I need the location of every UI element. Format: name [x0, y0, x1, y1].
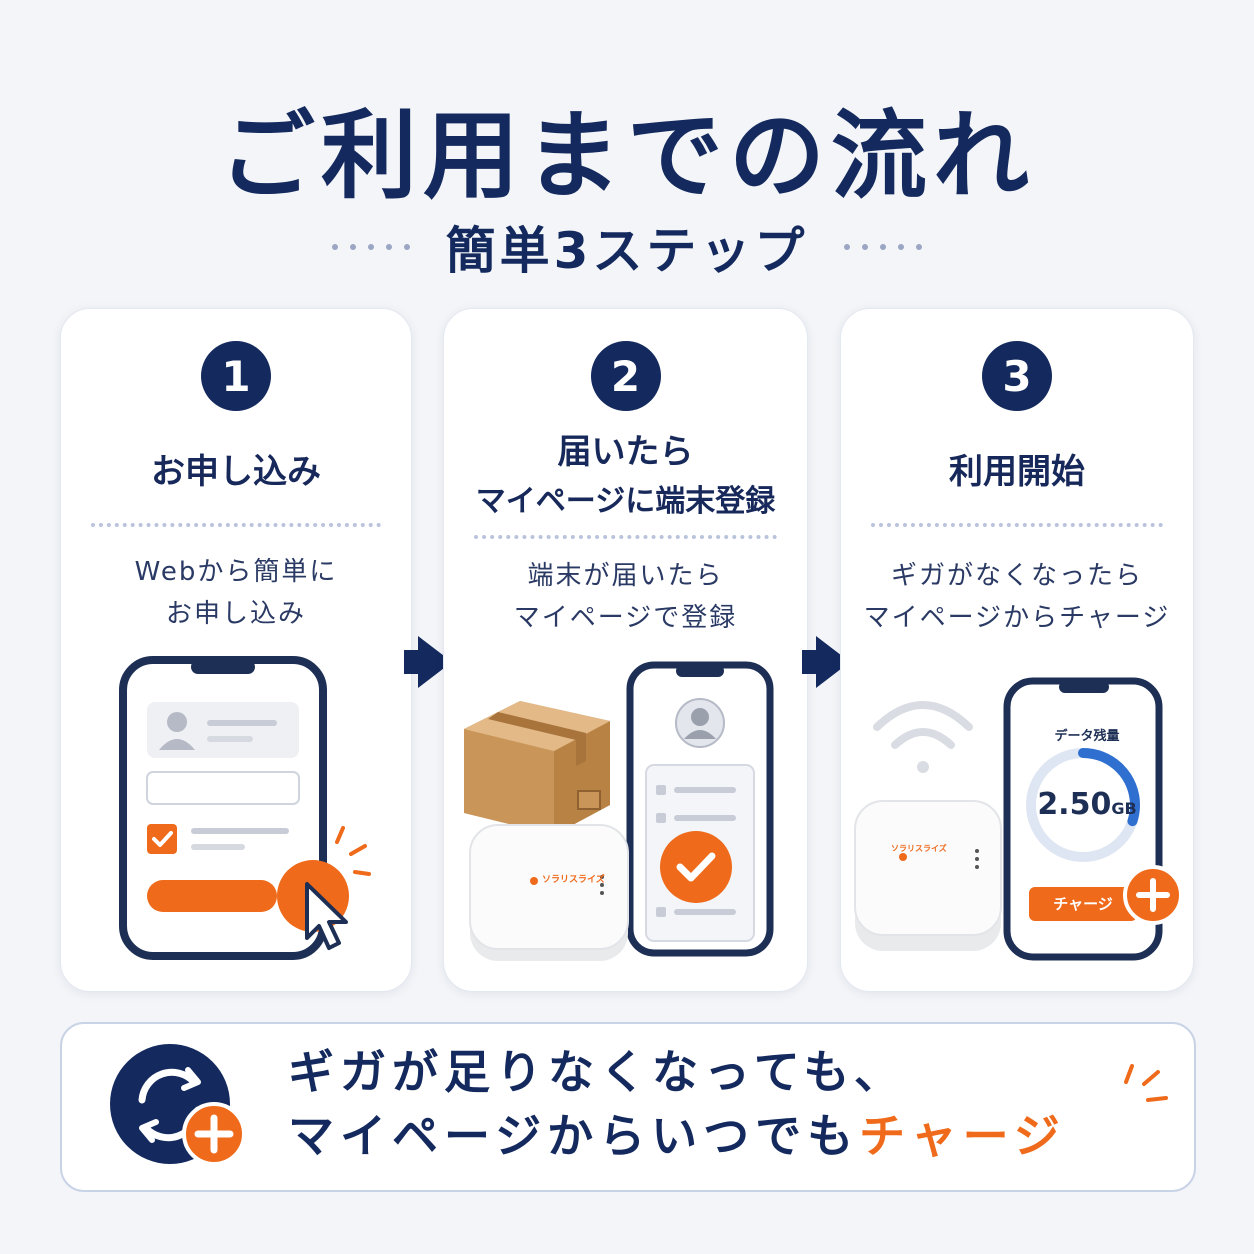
router-device-icon: [469, 824, 629, 961]
step-heading-line: 利用開始: [949, 452, 1085, 492]
step-description-line: お申し込み: [165, 599, 306, 629]
package-box-icon: [464, 701, 610, 835]
data-remaining-gauge: [1026, 748, 1140, 862]
router-phone-charge-illustration: [854, 677, 1183, 961]
refresh-charge-icon: [110, 1044, 246, 1166]
step-card-3: 3 利用開始 ギガがなくなったら マイページからチャージ データ: [840, 308, 1194, 992]
dotted-separator: [871, 523, 1163, 527]
submit-button-illustration: [147, 880, 277, 912]
step-heading-line: マイページに端末登録: [475, 484, 776, 519]
page-title: ご利用までの流れ: [219, 100, 1035, 212]
decorative-dots-left: [331, 244, 410, 250]
bottom-message: ギガが足りなくなっても、 マイページからいつでもチャージ: [288, 1040, 1168, 1168]
subtitle-row: 簡単3ステップ: [0, 212, 1254, 282]
step-description-line: マイページからチャージ: [863, 603, 1171, 633]
dotted-separator: [91, 523, 381, 527]
box-device-phone-illustration: [464, 661, 774, 961]
dotted-separator: [474, 535, 777, 539]
bottom-message-prefix: マイページからいつでも: [288, 1109, 860, 1163]
step-card-1: 1 お申し込み Webから簡単に お申し込み: [60, 308, 412, 992]
charge-button[interactable]: [1029, 887, 1137, 921]
step-description: ギガがなくなったら マイページからチャージ: [841, 555, 1193, 639]
router-device-icon: [854, 800, 1002, 951]
phone-application-form-illustration: [119, 656, 371, 960]
bottom-message-line1: ギガが足りなくなっても、: [288, 1045, 907, 1099]
step-heading: 届いたら マイページに端末登録: [444, 427, 807, 527]
step-number-badge: 2: [590, 341, 661, 411]
step-description-line: マイページで登録: [513, 603, 738, 633]
step-description-line: 端末が届いたら: [527, 561, 724, 591]
accent-lines-icon: [1124, 1064, 1168, 1102]
bottom-message-line2: マイページからいつでもチャージ: [288, 1104, 1168, 1168]
device-brand-label: ソラリスライズ: [891, 844, 947, 853]
check-circle-icon: [660, 831, 732, 903]
step-heading-line: お申し込み: [151, 452, 321, 492]
step-card-2: 2 届いたら マイページに端末登録 端末が届いたら マイページで登録: [443, 308, 808, 992]
decorative-dots-right: [844, 244, 923, 250]
step-description-line: Webから簡単に: [134, 557, 338, 587]
wifi-icon: [873, 701, 973, 773]
data-remaining-value: 2.50GB: [1037, 787, 1137, 822]
step-number-badge: 1: [201, 341, 271, 411]
step-heading: 利用開始: [841, 447, 1193, 497]
bottom-message-highlight: チャージ: [859, 1109, 1066, 1163]
step-heading: お申し込み: [61, 447, 411, 497]
user-avatar-icon: [675, 698, 725, 748]
charge-button-label: チャージ: [1053, 895, 1113, 913]
cursor-icon: [305, 882, 348, 950]
step-description: 端末が届いたら マイページで登録: [444, 555, 807, 639]
step-description: Webから簡単に お申し込み: [61, 551, 411, 635]
page-subtitle: 簡単3ステップ: [445, 222, 809, 280]
data-remaining-label: データ残量: [1054, 729, 1120, 744]
bottom-banner: [60, 1022, 1196, 1192]
step-number-badge: 3: [982, 341, 1052, 411]
user-icon: [159, 712, 195, 750]
data-value: 2.50: [1037, 787, 1112, 822]
data-unit: GB: [1111, 799, 1137, 818]
step-heading-line: 届いたら: [557, 432, 694, 472]
device-brand-label: ソラリスライズ: [542, 875, 605, 885]
step-description-line: ギガがなくなったら: [890, 561, 1143, 591]
